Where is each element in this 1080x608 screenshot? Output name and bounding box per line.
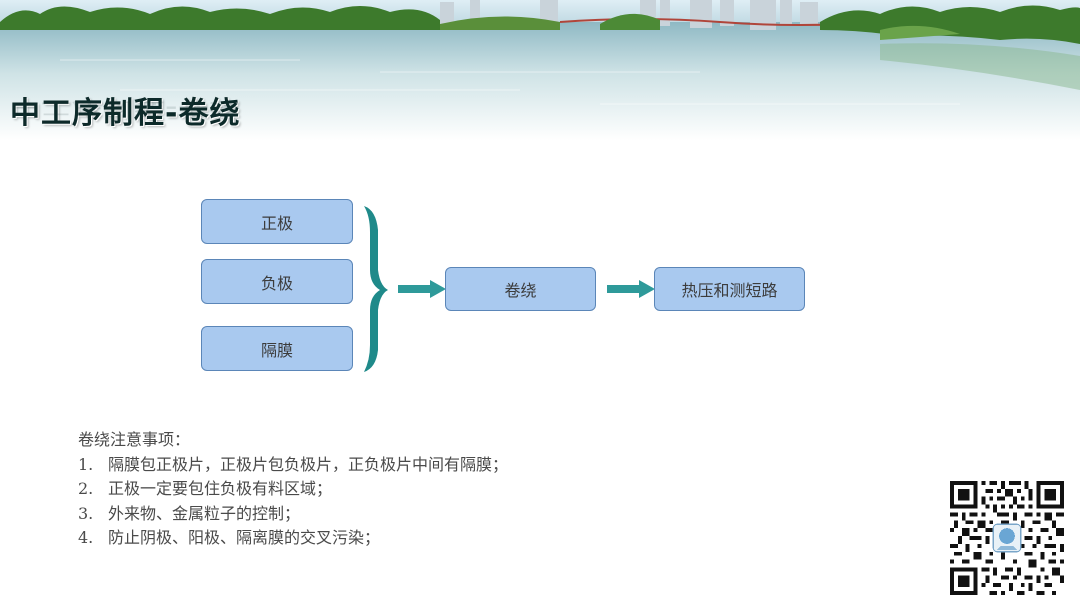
brace-shape — [364, 206, 388, 372]
item-text: 防止阴极、阳极、隔离膜的交叉污染； — [108, 528, 381, 547]
item-number: 1. — [78, 454, 94, 474]
list-item: 3. 外来物、金属粒子的控制； — [78, 502, 508, 527]
process-hot-press-short-test: 热压和测短路 — [654, 267, 805, 311]
arrow-right-icon — [607, 280, 655, 298]
item-text: 正极一定要包住负极有料区域； — [108, 479, 333, 498]
qr-code-icon — [950, 481, 1064, 595]
input-positive-electrode: 正极 — [201, 199, 353, 244]
list-item: 1. 隔膜包正极片，正极片包负极片，正负极片中间有隔膜； — [78, 453, 508, 478]
page-title: 中工序制程-卷绕 — [10, 96, 241, 131]
arrow-right-icon — [398, 280, 446, 298]
item-number: 2. — [78, 479, 94, 498]
process-winding: 卷绕 — [445, 267, 596, 311]
list-item: 4. 防止阴极、阳极、隔离膜的交叉污染； — [78, 526, 508, 551]
notes-heading: 卷绕注意事项： — [78, 430, 191, 449]
item-number: 4. — [78, 528, 94, 547]
header-banner — [0, 0, 1080, 170]
notes-section: 卷绕注意事项： 1. 隔膜包正极片，正极片包负极片，正负极片中间有隔膜； 2. 正极… — [78, 428, 508, 551]
input-negative-electrode: 负极 — [201, 259, 353, 304]
item-text: 隔膜包正极片，正极片包负极片，正负极片中间有隔膜； — [108, 454, 509, 474]
item-text: 外来物、金属粒子的控制； — [108, 503, 301, 523]
item-number: 3. — [78, 503, 94, 523]
input-separator: 隔膜 — [201, 326, 353, 371]
list-item: 2. 正极一定要包住负极有料区域； — [78, 477, 508, 502]
